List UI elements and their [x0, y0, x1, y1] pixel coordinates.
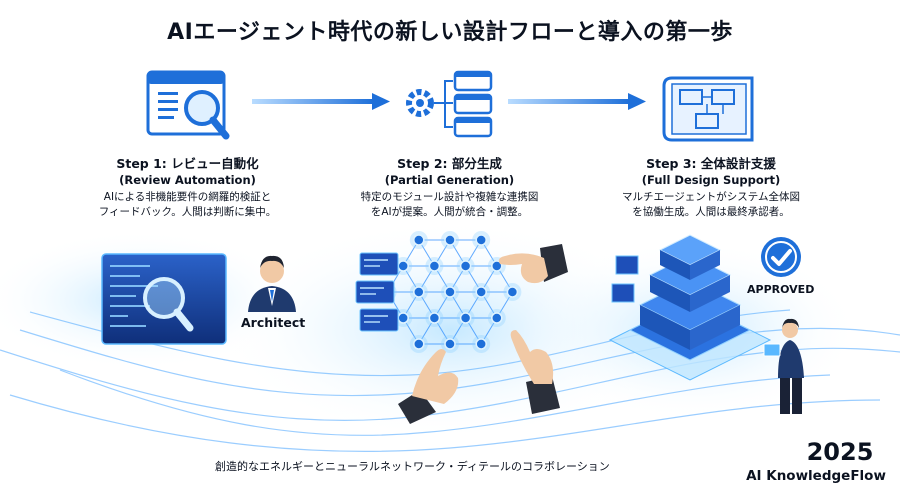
network-node: [459, 260, 472, 272]
hand-bottom-left: [398, 349, 459, 424]
network-node: [475, 338, 487, 350]
hand-bottom-right: [510, 330, 560, 414]
network-node: [413, 286, 425, 298]
flow-arrow-1: [252, 93, 390, 110]
step-2-heading: Step 2: 部分生成: [397, 156, 502, 171]
network-node: [413, 234, 425, 246]
network-node: [491, 260, 503, 272]
step-3: Step 3: 全体設計支援 (Full Design Support) マルチ…: [586, 155, 836, 220]
step-3-subtitle: (Full Design Support): [641, 173, 781, 187]
step-1-description: AIによる非機能要件の網羅的検証と フィードバック。人間は判断に集中。: [70, 190, 305, 220]
code-monitor: [101, 253, 227, 345]
network-node: [444, 234, 456, 246]
step-1-heading: Step 1: レビュー自動化: [116, 156, 259, 171]
network-node: [444, 338, 456, 350]
step-2: Step 2: 部分生成 (Partial Generation) 特定のモジュ…: [327, 155, 572, 220]
network-node: [459, 312, 472, 324]
hand-top-right: [498, 244, 568, 284]
network-node: [475, 286, 487, 298]
network-node: [444, 286, 456, 298]
step-3-desc-line-2: を協働生成。人間は最終承認者。: [632, 206, 790, 218]
step-3-description: マルチエージェントがシステム全体図 を協働生成。人間は最終承認者。: [586, 190, 836, 220]
step-1-desc-line-2: フィードバック。人間は判断に集中。: [98, 206, 277, 218]
step-2-desc-line-2: をAIが提案。人間が統合・調整。: [370, 206, 529, 218]
flow-arrow-2: [508, 93, 646, 110]
approved-label: APPROVED: [747, 283, 815, 296]
code-panels-center: [355, 252, 399, 332]
isometric-system-stack: [608, 234, 772, 381]
caption: 創造的なエネルギーとニューラルネットワーク・ディテールのコラボレーション: [215, 460, 610, 473]
network-node: [491, 312, 503, 324]
neural-network: [378, 231, 522, 353]
network-node: [397, 260, 409, 272]
network-node: [475, 234, 487, 246]
page-title: AIエージェント時代の新しい設計フローと導入の第一歩: [167, 20, 733, 45]
year: 2025: [806, 438, 874, 466]
step-1: Step 1: レビュー自動化 (Review Automation) AIによ…: [70, 155, 305, 220]
step-1-desc-line-1: AIによる非機能要件の網羅的検証と: [103, 191, 272, 203]
check-badge-icon: [761, 237, 801, 277]
step-3-desc-line-1: マルチエージェントがシステム全体図: [622, 191, 800, 203]
energy-waves: [0, 309, 900, 453]
architect-avatar-icon: [248, 255, 296, 312]
network-node: [397, 312, 409, 324]
architect-label: Architect: [241, 315, 306, 330]
approver-person: [763, 318, 804, 414]
blueprint-icon: [662, 76, 754, 142]
gear-flow-icon: [406, 70, 493, 138]
network-node: [413, 338, 425, 350]
magnifier-doc-icon: [146, 70, 230, 140]
network-node: [428, 312, 441, 324]
step-1-subtitle: (Review Automation): [119, 173, 256, 187]
step-2-description: 特定のモジュール設計や複雑な連携図 をAIが提案。人間が統合・調整。: [327, 190, 572, 220]
network-node: [506, 286, 519, 298]
step-2-subtitle: (Partial Generation): [384, 173, 515, 187]
network-node: [428, 260, 441, 272]
step-3-heading: Step 3: 全体設計支援: [646, 156, 776, 171]
brand-name: AI KnowledgeFlow: [746, 468, 886, 484]
step-2-desc-line-1: 特定のモジュール設計や複雑な連携図: [360, 191, 539, 203]
